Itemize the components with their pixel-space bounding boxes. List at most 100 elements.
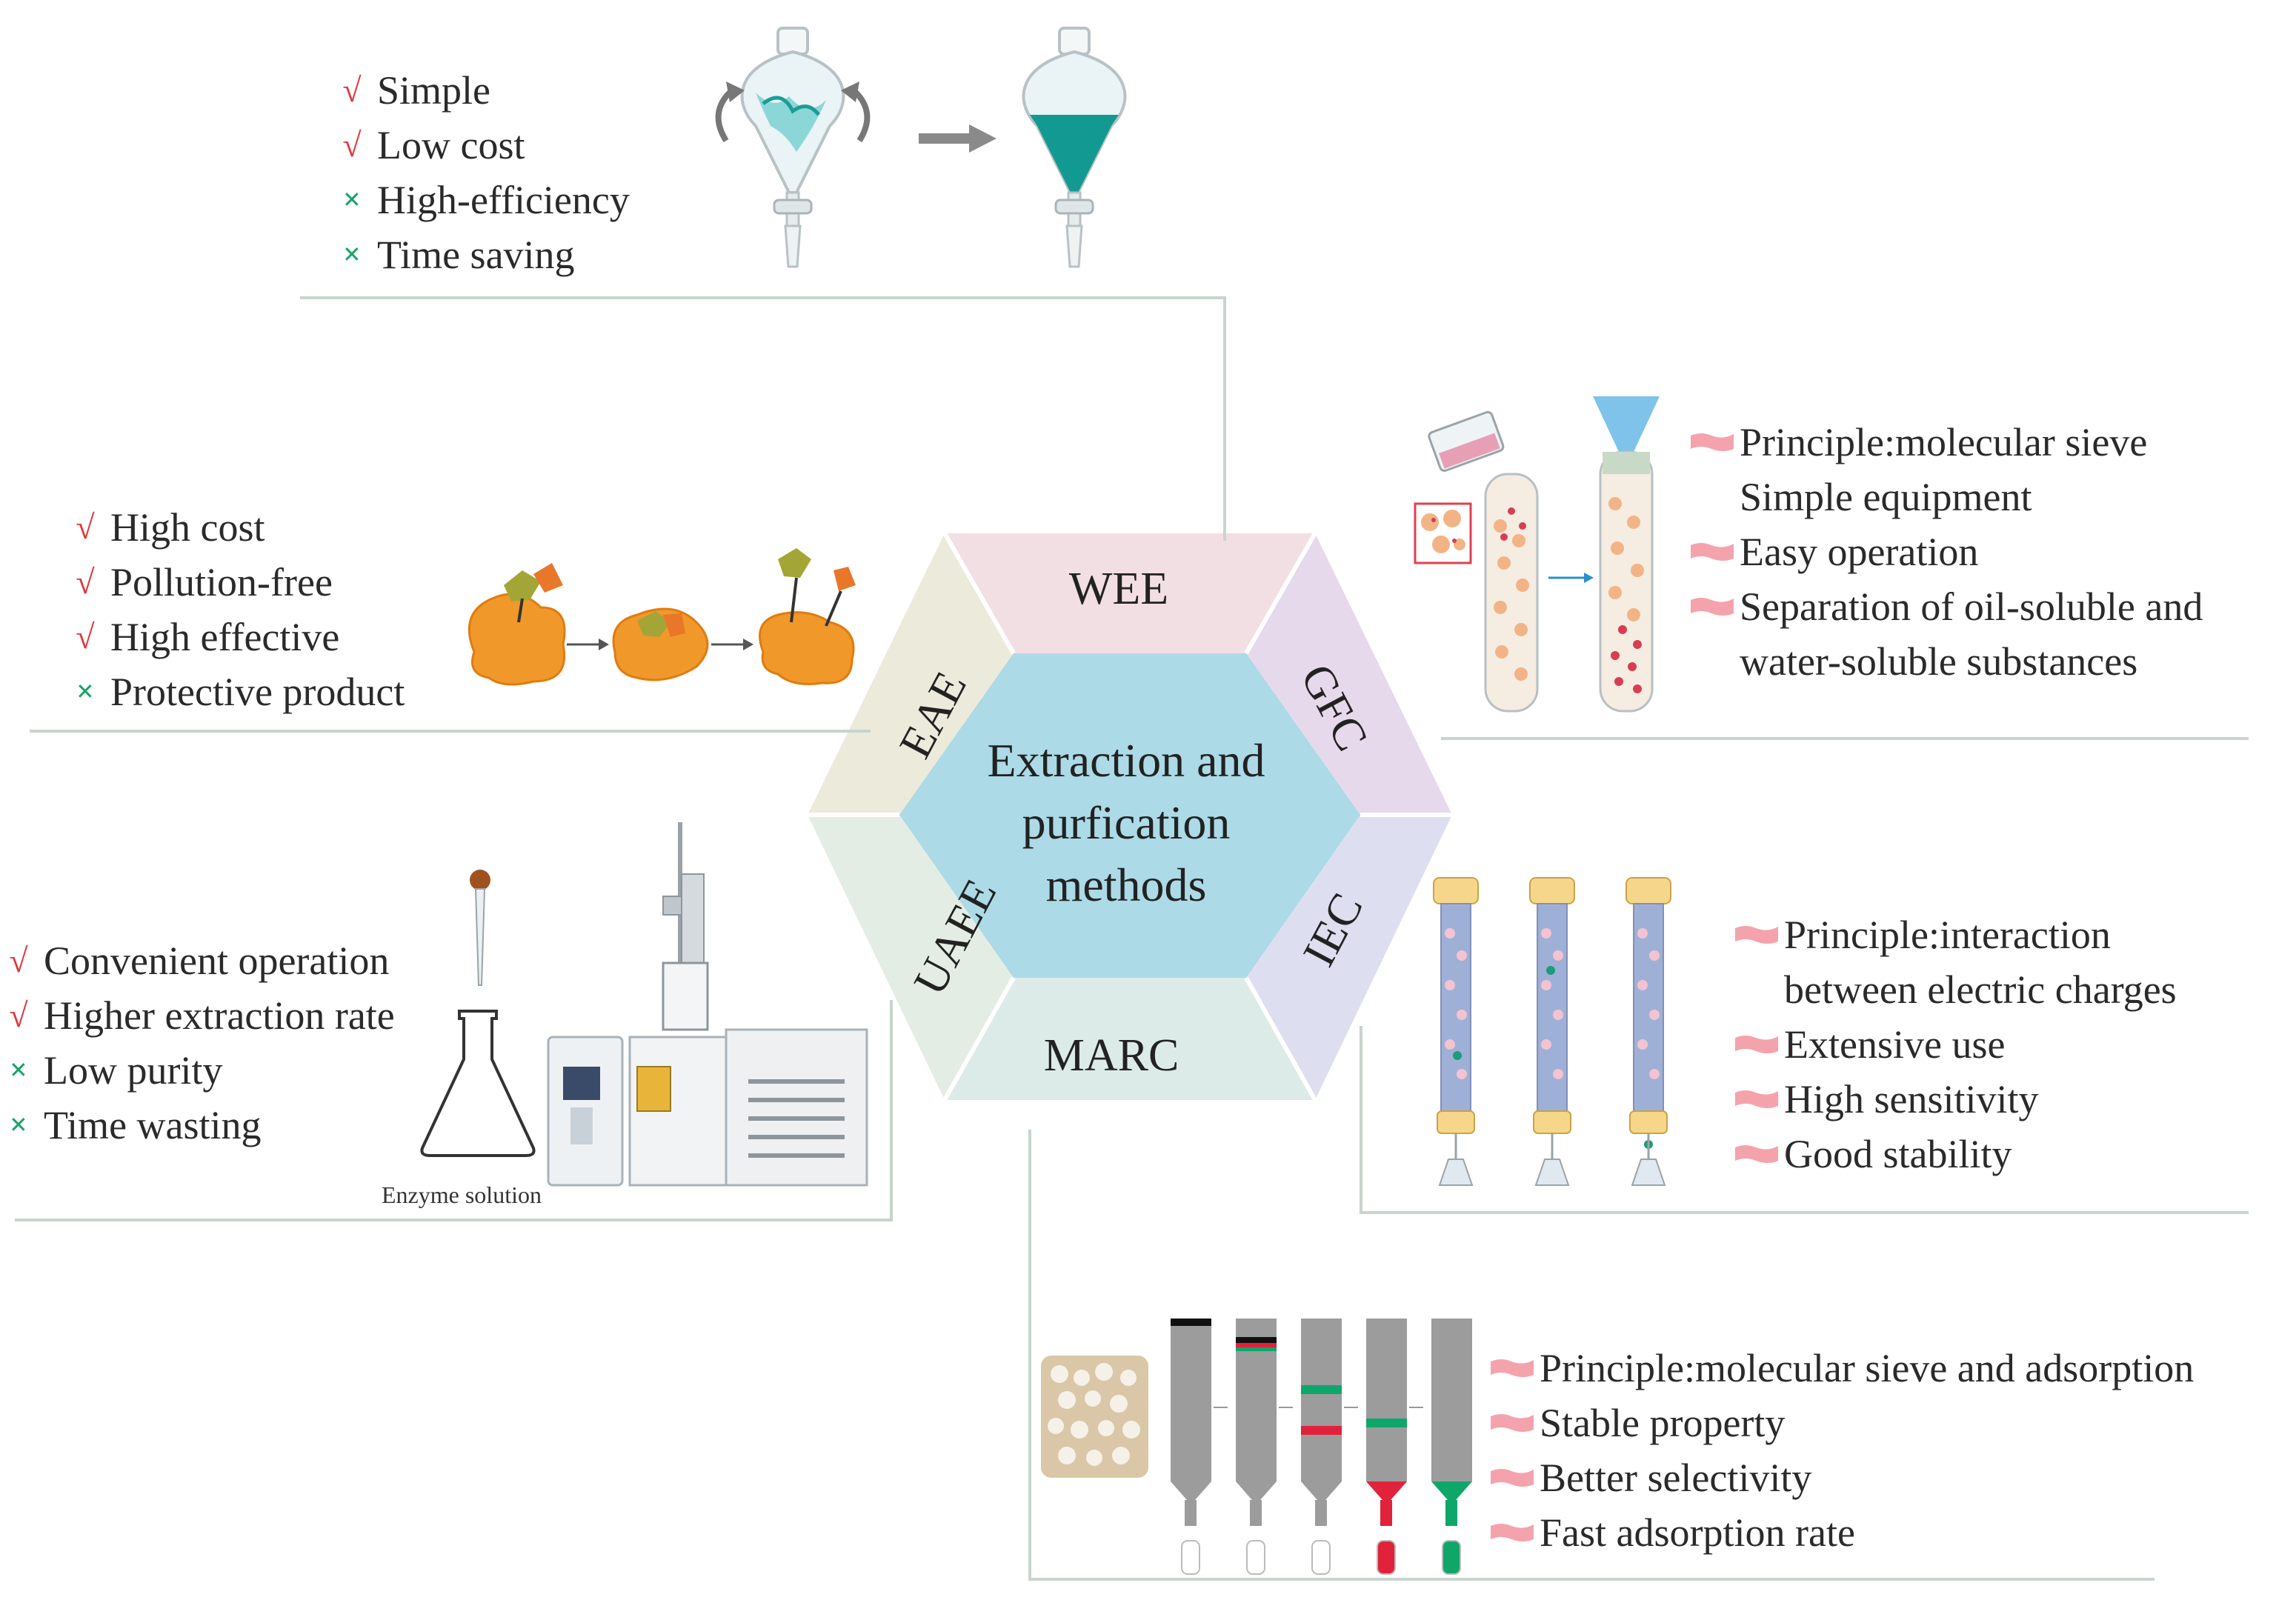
list-item: × High-efficiency — [337, 173, 630, 227]
macroporous-resin-illustration — [1041, 1319, 1472, 1575]
column-icon — [1625, 877, 1671, 1186]
enzyme-icon — [467, 563, 566, 686]
list-item: √High cost — [70, 500, 405, 555]
list-item-text: High cost — [110, 505, 265, 550]
connector-marc — [1028, 1130, 1031, 1581]
flag-bullet-icon — [1734, 1033, 1783, 1056]
list-item: between electric charges — [1734, 962, 2177, 1017]
hex-segment-wee — [945, 533, 1315, 653]
connector-iec — [1360, 1026, 1362, 1214]
flag-bullet-icon — [1489, 1412, 1538, 1434]
flag-bullet-icon — [1689, 431, 1738, 453]
divider-gfc — [1441, 737, 2249, 740]
divider-wee — [300, 296, 1226, 299]
right-arrow-icon — [1548, 573, 1594, 583]
list-item: Fast adsorption rate — [1489, 1505, 2194, 1560]
list-item: Principle:molecular sieve — [1689, 415, 2203, 470]
cross-icon: × — [10, 1053, 27, 1087]
list-item: √ Pollution-free — [70, 555, 405, 610]
funnel-icon — [1593, 396, 1660, 452]
check-icon: √ — [76, 563, 95, 601]
check-icon: √ — [342, 71, 362, 109]
list-item: ×Time saving — [337, 227, 630, 282]
column-icon — [1529, 877, 1575, 1186]
separatory-funnel-icon — [740, 27, 845, 268]
list-item-text: between electric charges — [1784, 967, 2177, 1012]
cross-icon: × — [343, 183, 361, 217]
list-item: √ Convenient operation — [4, 933, 395, 988]
divider-eae — [30, 730, 871, 733]
list-item: × Protective product — [70, 664, 405, 719]
beaker-icon — [1428, 410, 1505, 472]
right-arrow-icon — [567, 639, 609, 650]
connector-wee — [1223, 296, 1226, 541]
list-item-text: Time wasting — [44, 1103, 262, 1147]
list-item-text: Simple — [377, 68, 491, 113]
list-item: Principle:interaction — [1734, 907, 2177, 962]
center-title-line: Extraction and — [987, 734, 1265, 787]
right-arrow-icon — [919, 124, 996, 153]
flag-bullet-icon — [1734, 1088, 1783, 1110]
resin-column-icon — [1431, 1319, 1472, 1575]
gfc-features-list: Principle:molecular sieve Simple equipme… — [1689, 415, 2203, 689]
ultrasonic-extractor-illustration — [420, 822, 868, 1187]
center-title: Extraction and purfication methods — [926, 730, 1326, 916]
hex-segment-marc — [945, 978, 1315, 1100]
list-item-text: High-efficiency — [377, 178, 630, 222]
column-icon — [1599, 450, 1654, 713]
list-item-text: Good stability — [1784, 1132, 2012, 1176]
list-item-text: Protective product — [110, 670, 405, 714]
dropper-icon — [470, 870, 490, 986]
hex-segment-iec — [1246, 815, 1452, 1100]
enzyme-reaction-illustration — [467, 548, 856, 686]
list-item-text: Simple equipment — [1740, 475, 2032, 519]
cross-icon: × — [76, 675, 94, 709]
column-icon — [1484, 473, 1539, 713]
resin-column-icon — [1366, 1319, 1407, 1575]
list-item-text: Separation of oil-soluble and — [1740, 584, 2203, 629]
list-item: Easy operation — [1689, 524, 2203, 579]
hex-label-wee: WEE — [1068, 564, 1169, 614]
list-item-text: Pollution-free — [110, 560, 333, 604]
list-item-text: Stable property — [1540, 1401, 1786, 1445]
resin-column-icon — [1171, 1319, 1211, 1575]
ultrasonic-device-icon — [547, 822, 868, 1187]
enzyme-substrate-complex-icon — [612, 607, 709, 681]
list-item: ×Time wasting — [4, 1098, 395, 1153]
flag-bullet-icon — [1734, 1143, 1783, 1165]
list-item: Separation of oil-soluble and — [1689, 579, 2203, 634]
list-item: √ Simple — [337, 63, 630, 118]
list-item: Extensive use — [1734, 1017, 2177, 1072]
center-title-line: methods — [1045, 859, 1207, 911]
eae-advantages-list: √High cost √ Pollution-free √ High effecti… — [70, 500, 405, 719]
list-item: Good stability — [1734, 1127, 2177, 1181]
list-item: √ Low cost — [337, 118, 630, 173]
check-icon: √ — [342, 126, 362, 164]
divider-iec — [1360, 1211, 2249, 1214]
list-item: High sensitivity — [1734, 1072, 2177, 1127]
list-item-text: Time saving — [377, 233, 575, 277]
list-item-text: Low cost — [377, 123, 525, 167]
right-arrow-icon — [711, 639, 753, 650]
column-icon — [1433, 877, 1479, 1186]
divider-uaee — [15, 1219, 893, 1221]
connector-uaee — [890, 1000, 893, 1221]
uaee-advantages-list: √Convenient operation √Higher extraction… — [4, 933, 395, 1153]
list-item-text: Convenient operation — [44, 939, 390, 983]
list-item: Principle:molecular sieve and adsorption — [1489, 1341, 2194, 1396]
flag-bullet-icon — [1489, 1521, 1538, 1544]
list-item-text: High effective — [110, 615, 340, 659]
iec-features-list: Principle:interaction between electric c… — [1734, 907, 2177, 1181]
flag-bullet-icon — [1689, 541, 1738, 563]
resin-column-icon — [1301, 1319, 1342, 1575]
list-item: Simple equipment — [1689, 470, 2203, 524]
list-item: × Low purity — [4, 1043, 395, 1098]
flag-bullet-icon — [1489, 1357, 1538, 1379]
list-item-text: water-soluble substances — [1740, 639, 2138, 684]
list-item-text: Principle:interaction — [1784, 913, 2111, 957]
list-item-text: Low purity — [44, 1048, 223, 1093]
check-icon: √ — [9, 941, 28, 979]
marc-features-list: Principle:molecular sieve and adsorption… — [1489, 1341, 2194, 1560]
list-item-text: Principle:molecular sieve — [1740, 420, 2148, 464]
